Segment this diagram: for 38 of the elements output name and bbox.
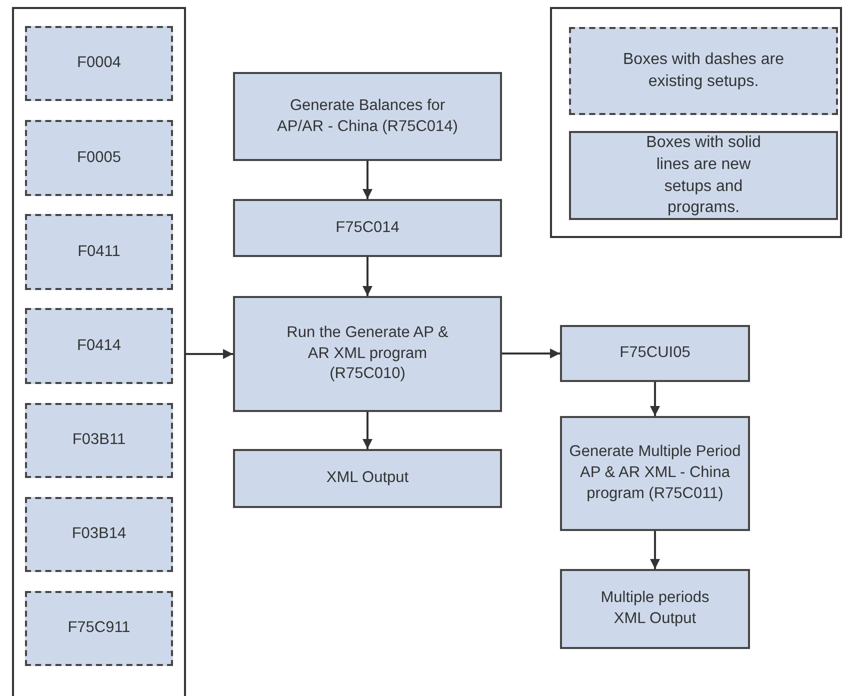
existing-setup-box (25, 120, 173, 196)
node-label: F03B14 (72, 524, 126, 544)
process-box (233, 72, 502, 161)
existing-setup-box (25, 214, 173, 290)
node-label: Generate Multiple Period AP & AR XML - China program (R75C011) (568, 442, 742, 504)
arrow (650, 531, 660, 569)
arrow (650, 382, 660, 416)
node-label: F0414 (77, 336, 121, 356)
group-frame (12, 7, 186, 696)
node-label: F0411 (78, 242, 120, 262)
existing-setup-box (25, 308, 173, 384)
arrow (186, 349, 233, 359)
node-label: Run the Generate AP & AR XML program (R75C010) (286, 322, 450, 384)
node-label: XML Output (326, 468, 409, 488)
dashed-box-legend-entry: Boxes with dashes are existing setups. (569, 27, 838, 115)
process-box (560, 569, 750, 649)
existing-setup-box (25, 26, 173, 101)
node-label: F0005 (77, 148, 121, 168)
arrow (362, 257, 372, 296)
process-box (233, 199, 502, 257)
existing-setup-box (25, 591, 173, 666)
node-label: Multiple periods XML Output (600, 588, 710, 629)
process-box (233, 449, 502, 508)
node-label: Generate Balances for AP/AR - China (R75C014) (276, 96, 459, 136)
process-box (560, 416, 750, 531)
existing-setup-box (25, 497, 173, 572)
node-label: F75C911 (68, 618, 130, 638)
solid-box-legend-entry: Boxes with solid lines are new setups and programs. (569, 131, 838, 220)
arrow (362, 412, 372, 449)
process-box (560, 325, 750, 382)
node-label: F75C014 (336, 218, 400, 238)
arrow (362, 161, 372, 199)
process-box (233, 296, 502, 412)
node-label: F0004 (77, 53, 121, 74)
node-label: F03B11 (72, 430, 126, 450)
existing-setup-box (25, 403, 173, 478)
node-label: F75CUI05 (620, 343, 690, 364)
arrow (502, 348, 560, 358)
